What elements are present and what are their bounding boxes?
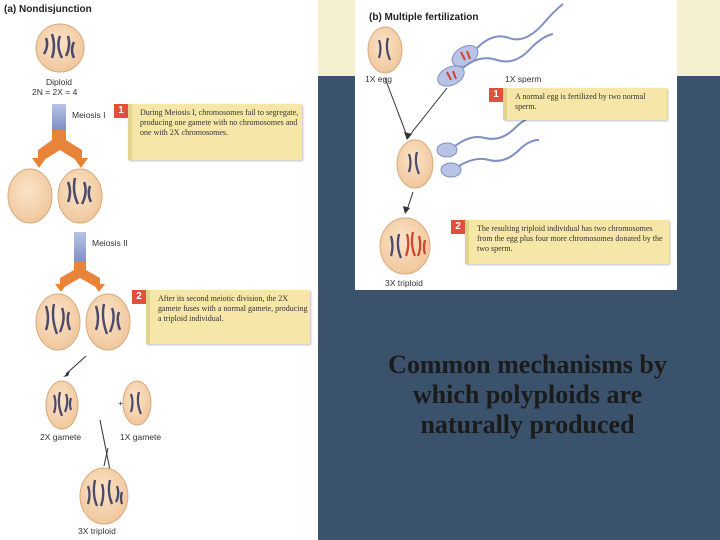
callout-number: 1 — [114, 104, 128, 118]
empty-gamete — [7, 168, 53, 224]
triploid-label-b: 3X triploid — [385, 278, 423, 288]
callout-fusion: 2 After its second meiotic division, the… — [132, 290, 310, 344]
gamete-meiosis2-left — [35, 293, 81, 351]
fertilized-egg — [396, 115, 540, 189]
callout-triploid: 2 The resulting triploid individual has … — [451, 220, 669, 264]
callout-text: After its second meiotic division, the 2… — [158, 294, 308, 323]
ploidy-formula: 2N = 2X = 4 — [32, 87, 78, 97]
egg-cell — [367, 26, 403, 74]
sperm-label: 1X sperm — [505, 74, 542, 84]
triploid-cell-a — [79, 467, 129, 525]
gamete-meiosis2-right — [85, 293, 131, 351]
triploid-label-a: 3X triploid — [78, 526, 116, 536]
plus-sign: + — [118, 398, 123, 408]
multiple-fertilization-panel: (b) Multiple fertilization 1X egg 1X spe… — [355, 0, 677, 290]
meiosis1-label: Meiosis I — [72, 110, 106, 120]
callout-meiosis1: 1 During Meiosis I, chromosomes fail to … — [114, 104, 302, 160]
slide-caption: Common mechanisms by which polyploids ar… — [388, 350, 667, 439]
2x-gamete-meiosis1 — [57, 168, 103, 224]
meiosis1-bar — [52, 104, 66, 130]
2x-gamete — [45, 380, 79, 430]
2x-gamete-label: 2X gamete — [40, 432, 82, 442]
callout-text: A normal egg is fertilized by two normal… — [515, 92, 646, 111]
diploid-cell — [35, 23, 85, 73]
callout-number: 2 — [451, 220, 465, 234]
multiple-fertilization-figure — [367, 3, 564, 275]
nondisjunction-panel: (a) Nondisjunction Diploid 2N = 2X = 4 M… — [0, 0, 318, 540]
meiosis2-label: Meiosis II — [92, 238, 128, 248]
meiosis2-split-arrow — [60, 262, 100, 286]
callout-text: The resulting triploid individual has tw… — [477, 224, 663, 253]
1x-gamete-label: 1X gamete — [120, 432, 162, 442]
1x-gamete — [122, 380, 152, 426]
meiosis2-bar — [74, 232, 86, 262]
egg-label: 1X egg — [365, 74, 392, 84]
nondisjunction-figure — [7, 23, 152, 525]
panel-a-heading: (a) Nondisjunction — [4, 4, 92, 15]
callout-fertilization: 1 A normal egg is fertilized by two norm… — [489, 88, 667, 120]
meiosis1-split-arrow — [38, 130, 82, 160]
sperm-middle — [437, 33, 554, 87]
diploid-label: Diploid — [46, 77, 72, 87]
panel-b-heading: (b) Multiple fertilization — [369, 12, 479, 23]
callout-text: During Meiosis I, chromosomes fail to se… — [140, 108, 299, 137]
callout-number: 2 — [132, 290, 146, 304]
callout-number: 1 — [489, 88, 503, 102]
triploid-cell-b — [379, 217, 431, 275]
